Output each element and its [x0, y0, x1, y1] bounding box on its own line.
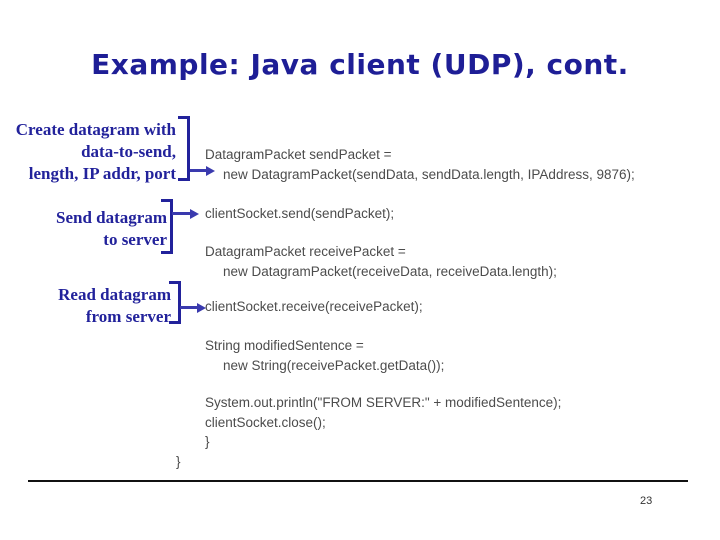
arrow-right-icon — [172, 212, 191, 215]
bracket-icon — [178, 116, 190, 181]
code-line: clientSocket.receive(receivePacket); — [205, 299, 423, 314]
annotation-line: Read datagram — [58, 285, 171, 304]
annotation-line: to server — [103, 230, 167, 249]
code-line: new DatagramPacket(sendData, sendData.le… — [223, 166, 635, 182]
code-line: String modifiedSentence = — [205, 338, 364, 353]
code-closing-brace: } — [176, 454, 181, 469]
code-block-modified-sentence: String modifiedSentence = new String(rec… — [205, 336, 444, 375]
code-line: System.out.println("FROM SERVER:" + modi… — [205, 395, 562, 410]
bracket-icon — [161, 199, 173, 254]
annotation-send-datagram: Send datagram to server — [0, 207, 167, 251]
code-block-socket-send: clientSocket.send(sendPacket); — [205, 204, 394, 224]
code-line: new DatagramPacket(receiveData, receiveD… — [223, 263, 557, 279]
code-block-send-packet: DatagramPacket sendPacket = new Datagram… — [205, 145, 635, 184]
annotation-read-datagram: Read datagram from server — [0, 284, 171, 328]
annotation-line: Create datagram with — [15, 120, 176, 139]
code-line: clientSocket.close(); — [205, 414, 326, 430]
arrow-right-icon — [190, 169, 207, 172]
annotation-line: data-to-send, — [81, 142, 176, 161]
footer-divider — [28, 480, 688, 482]
annotation-line: from server — [85, 307, 171, 326]
code-block-println-close: System.out.println("FROM SERVER:" + modi… — [205, 393, 561, 452]
code-line: DatagramPacket receivePacket = — [205, 244, 406, 259]
slide-title: Example: Java client (UDP), cont. — [91, 48, 629, 81]
bracket-icon — [169, 281, 181, 324]
code-line: clientSocket.send(sendPacket); — [205, 206, 395, 221]
annotation-line: Send datagram — [56, 208, 167, 227]
code-line: new String(receivePacket.getData()); — [223, 357, 445, 373]
arrow-right-icon — [197, 303, 206, 313]
code-line: } — [205, 434, 210, 449]
code-line: DatagramPacket sendPacket = — [205, 147, 392, 162]
page-number: 23 — [640, 495, 653, 507]
arrow-right-icon — [180, 306, 198, 309]
arrow-right-icon — [190, 209, 199, 219]
code-block-socket-receive: clientSocket.receive(receivePacket); — [205, 297, 423, 317]
arrow-right-icon — [206, 166, 215, 176]
code-block-receive-packet: DatagramPacket receivePacket = new Datag… — [205, 242, 557, 281]
annotation-create-datagram: Create datagram with data-to-send, lengt… — [0, 119, 176, 185]
annotation-line: length, IP addr, port — [28, 164, 176, 183]
